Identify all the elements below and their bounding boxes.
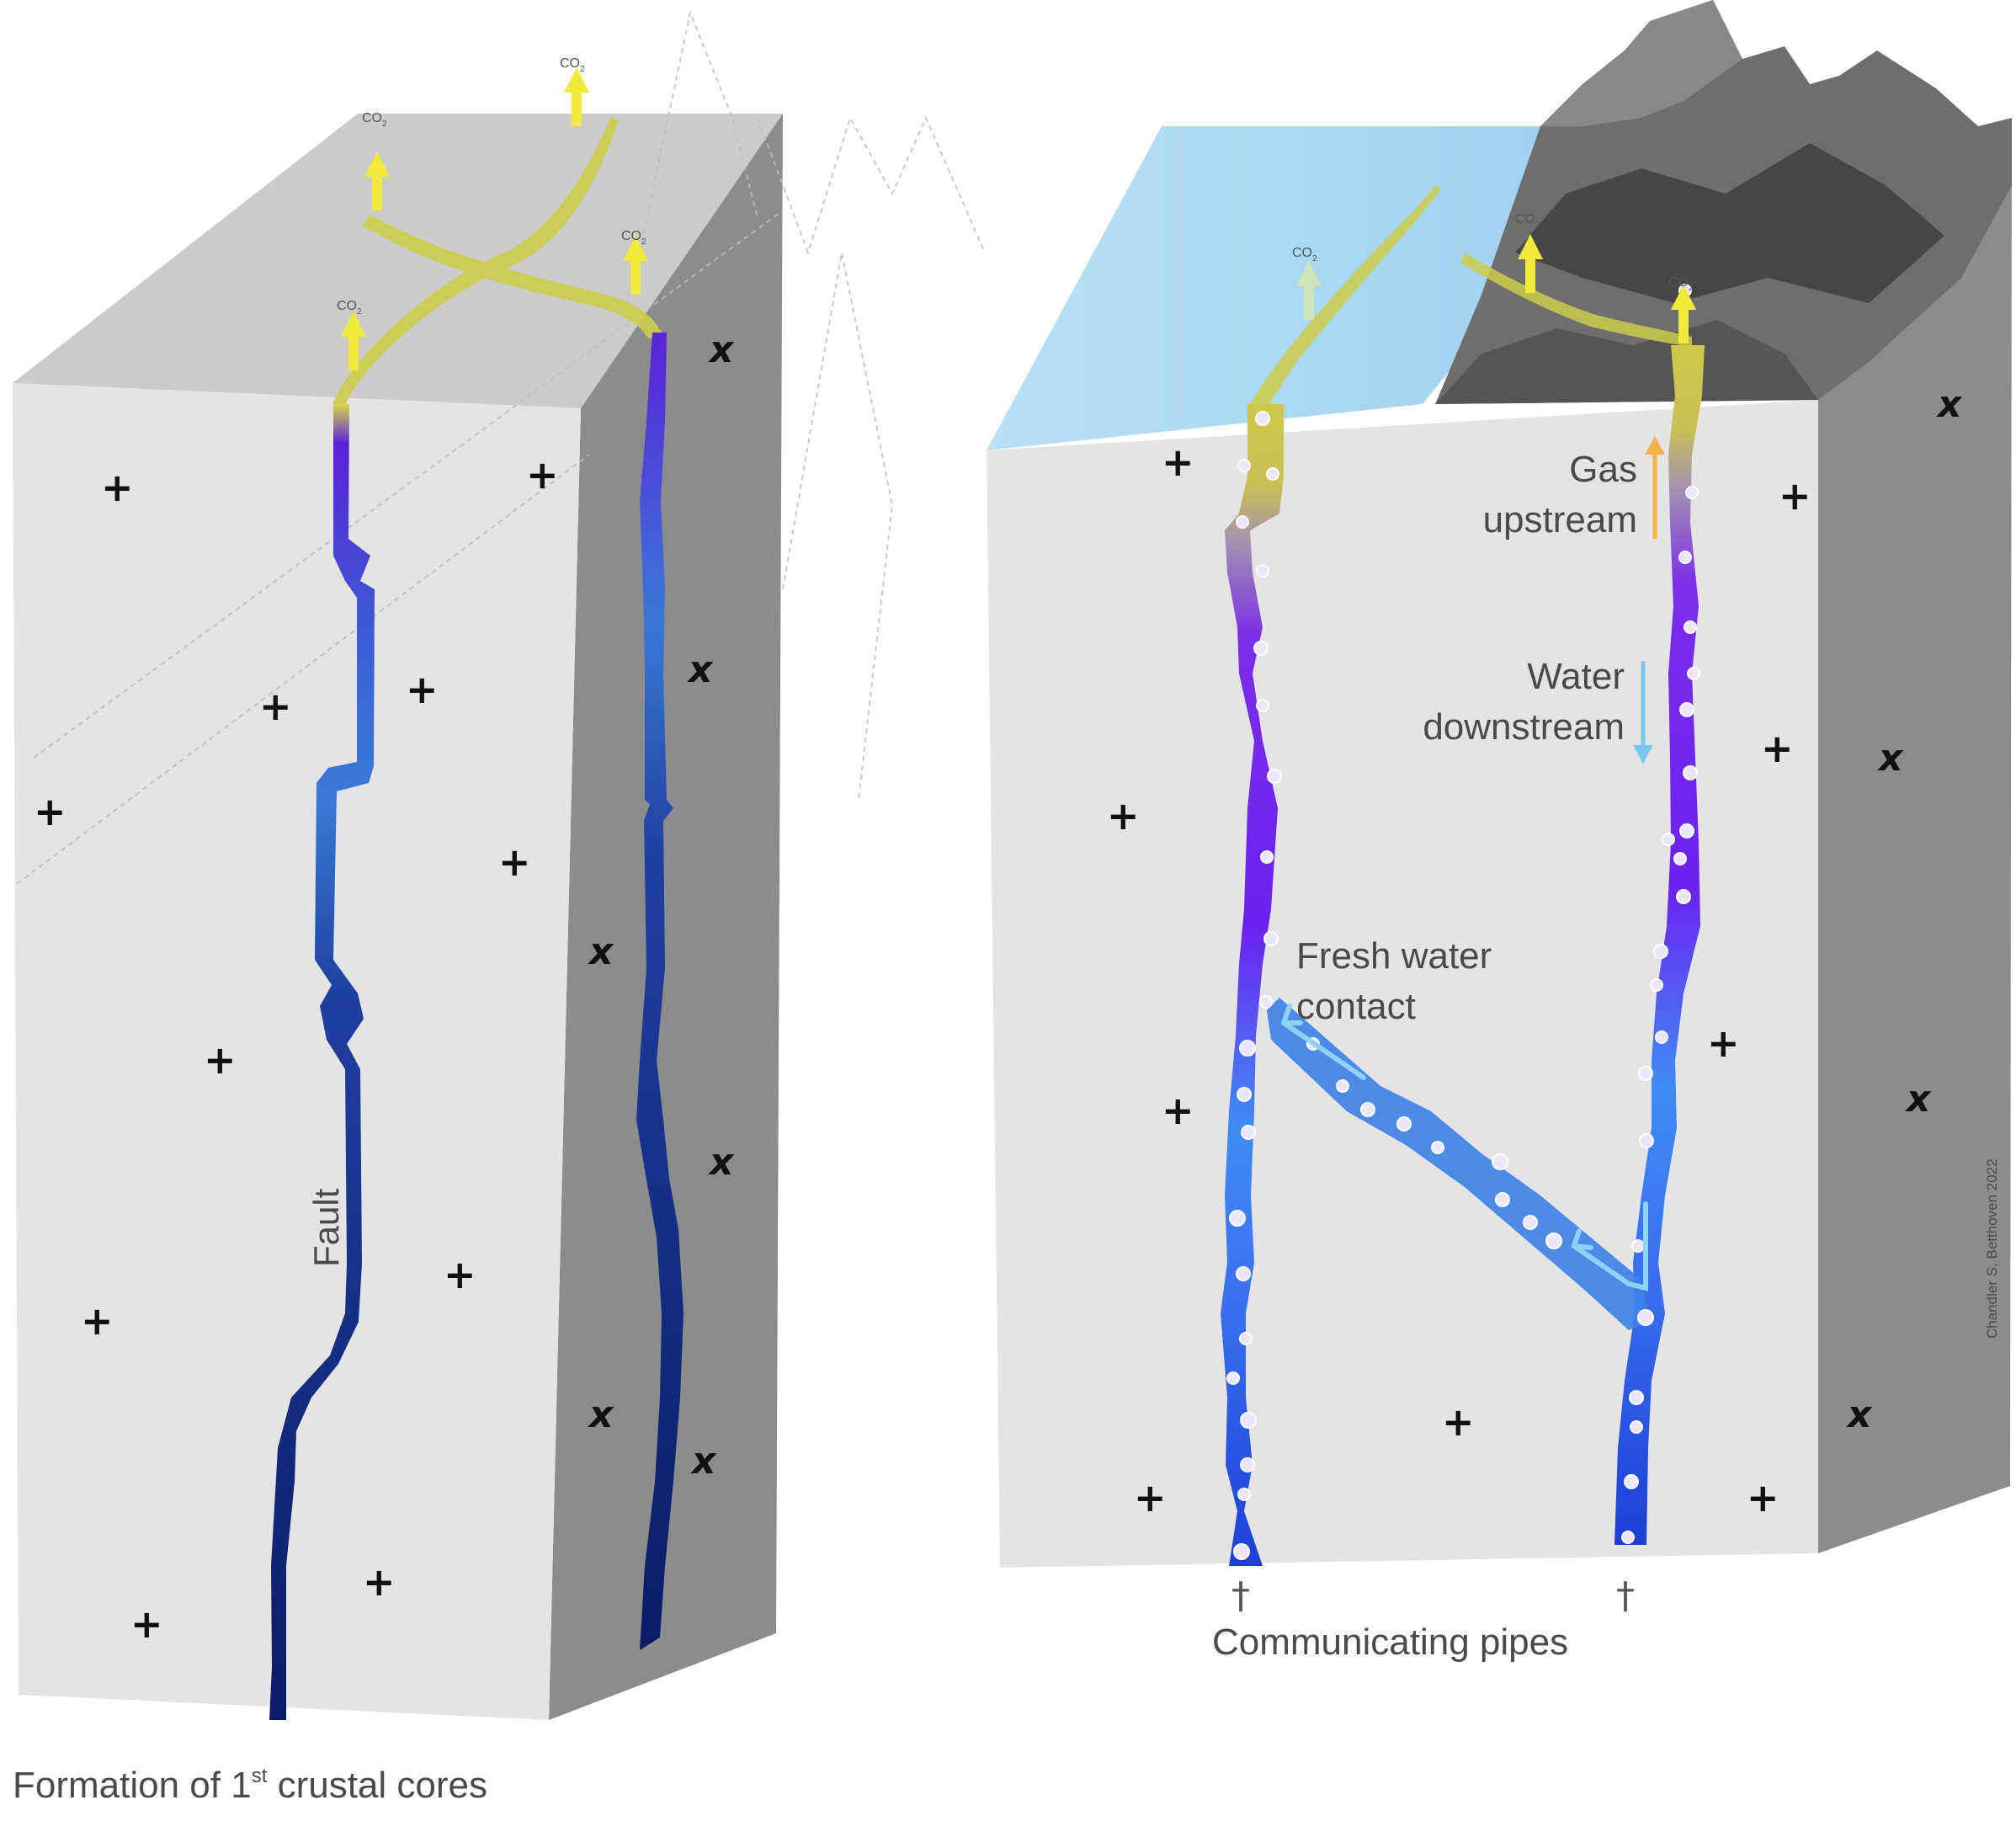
co2-arrow-icon [341,311,366,370]
plus-icon: + [1162,1088,1194,1133]
left-block-side [549,114,783,1720]
plus-icon: + [1747,1475,1779,1520]
left-co2-labels: CO2 CO2 CO2 CO2 [337,56,646,317]
plus-icon: + [498,839,531,885]
co2-label: CO2 [362,111,387,129]
left-cross-marks: x x x x x x [588,328,735,1483]
plus-icon: + [1107,793,1140,839]
co2-label: CO2 [621,229,646,247]
co2-label: CO2 [1292,246,1317,264]
pipe-arrow-icon: † [1231,1574,1250,1617]
cross-icon: x [588,1393,614,1436]
plus-icon: + [1442,1399,1475,1445]
plus-icon: + [101,465,134,510]
plus-icon: + [1707,1020,1740,1066]
plus-icon: + [363,1559,396,1605]
fresh-label-line1: Fresh water [1296,935,1492,977]
right-co2-arrows [1296,234,1696,343]
water-downstream-arrow-icon [1633,661,1653,764]
gas-label-line1: Gas [1569,449,1637,490]
pipes-label: Communicating pipes [1212,1621,1568,1663]
right-block: CO2 CO2 CO2 + + + + + + + + + x x x x [987,0,2012,1663]
cross-icon: x [588,930,614,973]
plus-icon: + [406,667,439,712]
water-label-line2: downstream [1423,706,1625,748]
left-gas-streaks [332,118,663,406]
cross-icon: x [1905,1078,1932,1121]
right-co2-labels: CO2 CO2 CO2 [1292,212,1694,293]
gas-label-line2: upstream [1483,499,1637,540]
co2-label: CO2 [1668,275,1694,293]
cross-icon: x [1936,383,1963,426]
left-co2-arrows [341,67,648,370]
right-cross-marks: x x x x [1846,383,1963,1436]
plus-icon: + [444,1252,476,1297]
fault-label: Fault [306,1188,346,1267]
plus-icon: + [81,1298,114,1344]
formation-caption: Formation of 1st crustal cores [13,1765,487,1806]
copyright-label: Chandler S. Betthoven 2022 [1984,1158,2000,1339]
fresh-water-arrows [1281,1004,1648,1291]
right-fault [636,333,684,1650]
co2-arrow-icon [1296,261,1322,320]
co2-arrow-icon [364,152,390,210]
cross-icon: x [1877,737,1904,780]
right-plus-marks: + + + + + + + + + [1107,439,1811,1520]
plus-icon: + [1134,1475,1167,1520]
cross-icon: x [708,328,735,371]
plus-icon: + [1761,726,1794,771]
left-block-top [13,114,783,408]
co2-arrow-icon [564,67,589,126]
fresh-label-line2: contact [1296,986,1416,1027]
mountains [1435,0,2012,404]
plus-icon: + [130,1601,163,1647]
sketch-lines [16,9,986,885]
left-block: CO2 CO2 CO2 CO2 + + + + + + + + + + + x … [13,9,986,1720]
cross-icon: x [1846,1393,1873,1436]
left-plus-marks: + + + + + + + + + + + [34,452,559,1647]
plus-icon: + [204,1037,237,1083]
right-gas-streaks [1250,185,1692,404]
plus-icon: + [1779,473,1811,519]
water-label-line1: Water [1527,656,1625,697]
co2-arrow-icon [1671,285,1696,343]
left-block-front [13,383,581,1720]
left-fault [269,404,375,1720]
pipe-markers: † † [1231,1574,1635,1617]
water-body [987,126,1540,450]
cross-icon: x [687,648,714,691]
gas-upstream-arrow-icon [1645,436,1665,539]
plus-icon: + [34,789,66,834]
plus-icon: + [259,684,292,729]
right-block-side [1818,118,2012,1553]
plus-icon: + [1162,439,1194,485]
co2-arrow-icon [623,236,648,295]
plus-icon: + [526,452,559,498]
pipe-arrow-icon: † [1616,1574,1635,1617]
co2-label: CO2 [1515,212,1540,230]
co2-label: CO2 [337,299,362,317]
co2-label: CO2 [560,56,585,74]
co2-arrow-icon [1518,234,1543,293]
cross-icon: x [708,1141,735,1184]
bubbles [1226,284,1700,1560]
cross-icon: x [690,1440,717,1483]
